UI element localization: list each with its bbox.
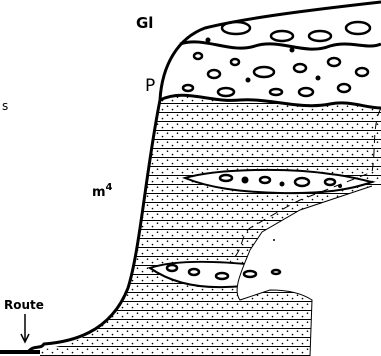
label-miocene-base: m <box>92 185 106 200</box>
pebble-dot <box>316 76 321 81</box>
label-p: P <box>145 76 155 96</box>
pebble-dot <box>290 48 295 53</box>
label-left-mark: s <box>2 99 8 113</box>
pebble-dot <box>246 78 251 83</box>
pebble-dot <box>242 177 249 184</box>
pebble-dot <box>206 38 211 43</box>
label-route: Route <box>4 298 44 312</box>
pebble-dot <box>338 184 342 188</box>
label-miocene-superscript: 4 <box>106 182 113 193</box>
label-miocene: m4 <box>92 182 113 200</box>
pebble-dot <box>273 239 275 241</box>
label-glacial: Gl <box>136 14 153 32</box>
pebble-dot <box>280 182 285 187</box>
